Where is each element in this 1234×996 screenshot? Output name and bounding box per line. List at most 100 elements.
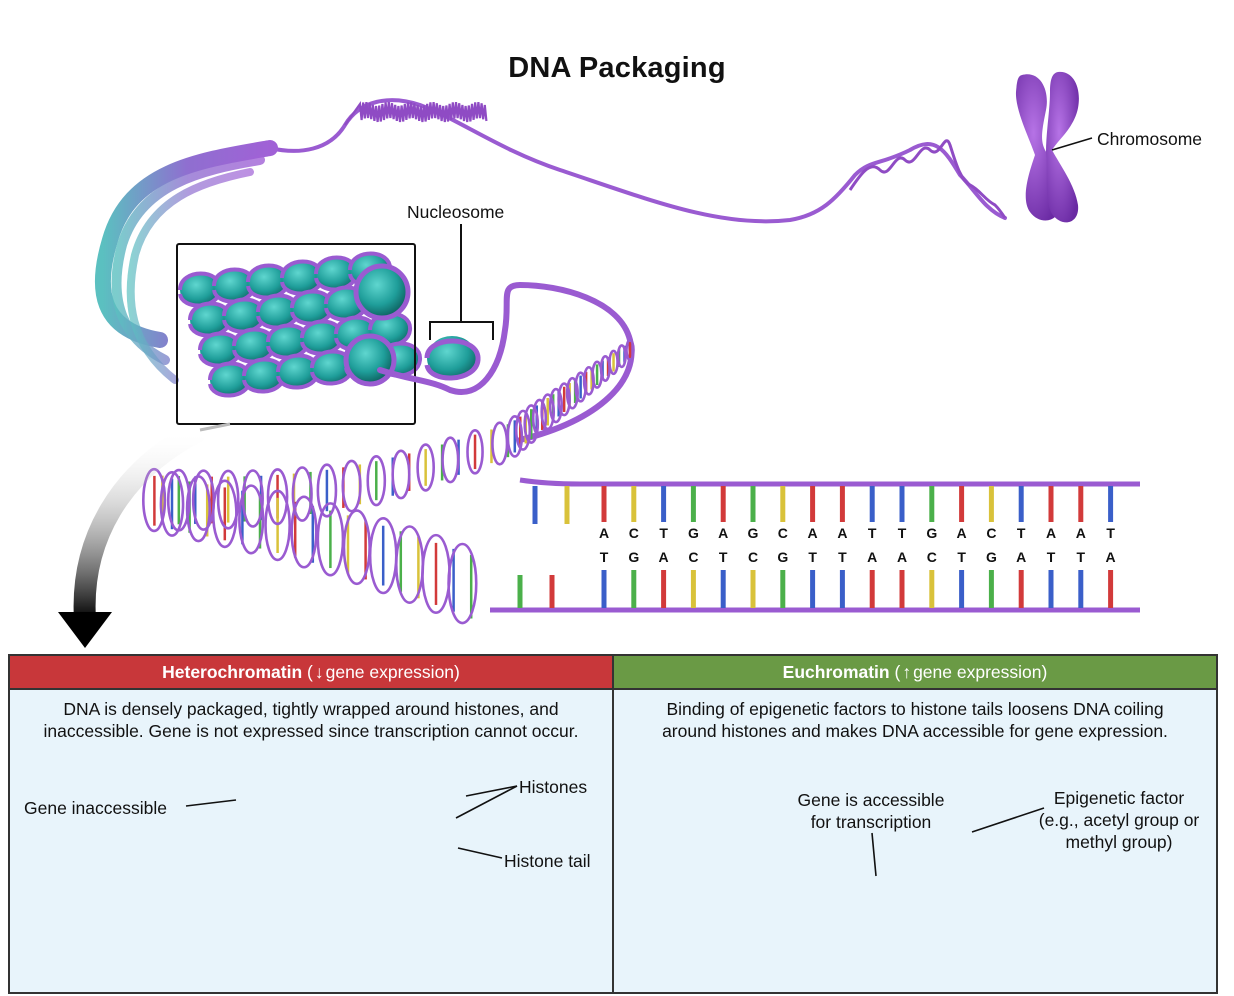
histone-core xyxy=(278,355,318,389)
base-letter-top: A xyxy=(808,525,818,541)
helix-backbone-loop xyxy=(531,398,548,438)
chromosome-shape xyxy=(1015,71,1093,223)
histone-core xyxy=(180,273,220,307)
nucleosome-bracket xyxy=(429,224,494,340)
histone-core xyxy=(234,329,274,363)
base-letter-bottom: C xyxy=(688,549,698,565)
base-letter-top: A xyxy=(957,525,967,541)
base-letter-bottom: A xyxy=(867,549,877,565)
nucleosome-label: Nucleosome xyxy=(407,202,505,222)
heterochromatin-panel: Heterochromatin ( ↓ gene expression) DNA… xyxy=(8,654,614,994)
base-letter-top: A xyxy=(718,525,728,541)
dna-wiggle xyxy=(848,139,1007,219)
base-letter-bottom: C xyxy=(748,549,758,565)
base-letter-bottom: T xyxy=(838,549,847,565)
euchromatin-header: Euchromatin ( ↑ gene expression) xyxy=(614,656,1216,690)
base-letter-bottom: A xyxy=(659,549,669,565)
histone-core xyxy=(312,351,352,385)
base-letter-bottom: A xyxy=(897,549,907,565)
euchromatin-panel: Euchromatin ( ↑ gene expression) Binding… xyxy=(612,654,1218,994)
helix-backbone-loop xyxy=(557,382,571,417)
histone-core xyxy=(292,291,332,325)
helix-backbone-loop xyxy=(565,376,579,410)
chromosome-label: Chromosome xyxy=(1097,129,1203,149)
nucleosome-fiber xyxy=(178,251,422,398)
heterochromatin-title: Heterochromatin xyxy=(162,661,303,682)
helix-backbone-loop xyxy=(447,542,478,625)
base-letter-top: T xyxy=(1106,525,1115,541)
helix-backbone-loop xyxy=(216,469,240,530)
helix-backbone-loop xyxy=(266,468,289,526)
histones-label: Histones xyxy=(519,777,588,797)
helix-backbone-loop xyxy=(211,479,238,549)
base-letter-top: T xyxy=(868,525,877,541)
base-letter-top: A xyxy=(1046,525,1056,541)
heterochromatin-paren: ( xyxy=(307,661,313,682)
helix-backbone-loop xyxy=(491,421,509,466)
histone-core xyxy=(282,261,322,295)
histone-core xyxy=(244,359,284,393)
base-letter-bottom: T xyxy=(1047,549,1056,565)
zoom-arrow xyxy=(58,420,231,648)
base-letter-bottom: G xyxy=(986,549,997,565)
helix-backbone-loop xyxy=(574,371,587,403)
base-letter-bottom: A xyxy=(1016,549,1026,565)
base-letter-top: G xyxy=(688,525,699,541)
euchromatin-description: Binding of epigenetic factors to histone… xyxy=(662,699,1168,741)
base-letter-top: T xyxy=(1017,525,1026,541)
linker-dna xyxy=(377,281,635,443)
gene-inaccessible-label: Gene inaccessible xyxy=(24,798,167,818)
histone-core xyxy=(224,299,264,333)
base-letter-top: C xyxy=(629,525,639,541)
base-letter-top: A xyxy=(599,525,609,541)
helix-backbone-loop xyxy=(441,436,460,484)
histone-core xyxy=(200,333,240,367)
base-letter-bottom: T xyxy=(957,549,966,565)
base-letter-bottom: A xyxy=(1106,549,1116,565)
single-nucleosome xyxy=(424,336,481,381)
base-letter-bottom: T xyxy=(1077,549,1086,565)
base-letter-top: G xyxy=(748,525,759,541)
helix-backbone-loop xyxy=(366,454,387,507)
base-letter-top: A xyxy=(837,525,847,541)
heterochromatin-description: DNA is densely packaged, tightly wrapped… xyxy=(43,699,579,741)
base-letter-bottom: T xyxy=(808,549,817,565)
euchromatin-paren: ( xyxy=(894,661,901,682)
wrapped-dna xyxy=(343,333,397,387)
base-letter-top: T xyxy=(898,525,907,541)
base-letter-top: G xyxy=(926,525,937,541)
histone-core xyxy=(268,325,308,359)
epigenetic-factor-label: Epigenetic factor (e.g., acetyl group or… xyxy=(1038,788,1200,852)
helix-backbone-loop xyxy=(416,443,435,492)
helix-backbone-loop xyxy=(540,393,556,431)
base-letter-bottom: G xyxy=(628,549,639,565)
helix-backbone-loop xyxy=(291,466,313,522)
histone-core xyxy=(258,295,298,329)
helix-backbone-loop xyxy=(523,404,540,444)
wrapped-dna xyxy=(353,263,411,321)
histone-core xyxy=(302,321,342,355)
base-letter-bottom: G xyxy=(777,549,788,565)
helix-backbone-loop xyxy=(316,463,338,518)
helix-backbone-loop xyxy=(466,429,484,475)
helix-backbone-loop xyxy=(159,471,185,537)
page-title: DNA Packaging xyxy=(508,52,726,84)
base-letter-top: C xyxy=(986,525,996,541)
histone-core xyxy=(358,268,406,316)
histone-core xyxy=(248,265,288,299)
euchromatin-title: Euchromatin xyxy=(782,661,890,682)
helix-backbone-loop xyxy=(238,484,265,555)
helix-backbone-loop xyxy=(264,489,291,562)
coiled-dna-top xyxy=(344,100,488,126)
arrow-up-icon: ↑ xyxy=(902,661,912,682)
base-letter-bottom: C xyxy=(927,549,937,565)
helix-backbone-loop xyxy=(548,387,564,424)
helix-backbone-loop xyxy=(290,495,318,569)
helix-backbone-loop xyxy=(625,338,635,362)
helix-backbone-loop xyxy=(185,475,212,543)
histone-core xyxy=(316,257,356,291)
histone-core xyxy=(214,269,254,303)
helix-backbone-loop xyxy=(391,449,411,500)
